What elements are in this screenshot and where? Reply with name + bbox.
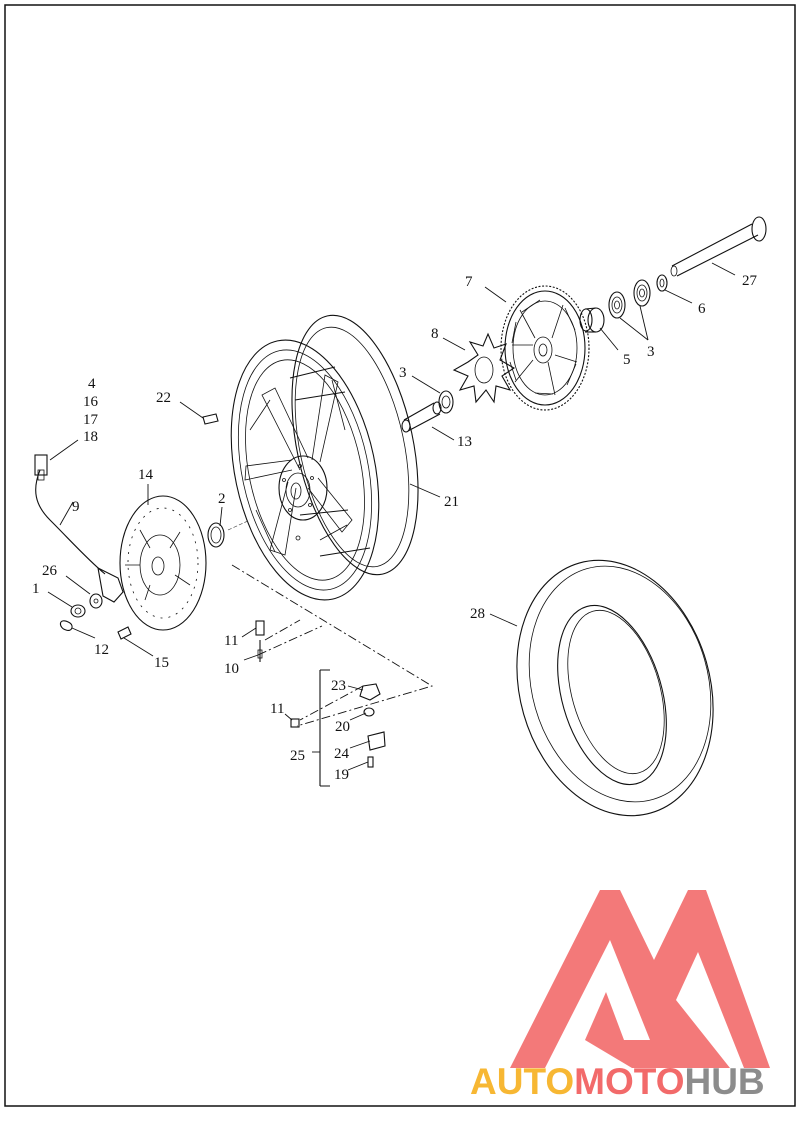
callout-17: 17 <box>83 412 99 428</box>
valve-stem <box>255 620 265 662</box>
callout-3-left: 3 <box>399 365 407 381</box>
tire <box>516 559 714 817</box>
brake-rotor <box>119 495 207 631</box>
automotohub-logo <box>510 890 770 1068</box>
callout-10: 10 <box>224 661 239 677</box>
callout-5: 5 <box>623 352 631 368</box>
callout-4: 4 <box>88 376 96 392</box>
callout-18: 18 <box>83 429 98 445</box>
spacer-5 <box>579 307 605 333</box>
callout-23: 23 <box>331 678 346 694</box>
callout-26: 26 <box>42 563 58 579</box>
callout-24: 24 <box>334 746 350 762</box>
callout-12: 12 <box>94 642 109 658</box>
callout-19: 19 <box>334 767 349 783</box>
cap-22 <box>202 413 219 425</box>
callout-25: 25 <box>290 748 305 764</box>
leader-lines <box>47 262 736 771</box>
cast-wheel <box>230 314 419 601</box>
callout-21: 21 <box>444 494 459 510</box>
bearing-right-inner <box>608 291 626 319</box>
callout-11-valve: 11 <box>224 633 238 649</box>
callout-22: 22 <box>156 390 171 406</box>
callout-9: 9 <box>72 499 80 515</box>
cush-drive-damper <box>452 332 516 404</box>
page-border <box>4 4 796 1107</box>
watermark-text: AUTOMOTOHUB <box>470 1061 765 1102</box>
callout-11-tpms: 11 <box>270 701 284 717</box>
callout-27: 27 <box>742 273 758 289</box>
hardware-left <box>59 593 132 640</box>
callout-6: 6 <box>698 301 706 317</box>
bearing-left <box>438 390 454 414</box>
assembly-guide-line <box>231 564 434 727</box>
axle <box>670 216 767 277</box>
speed-sensor <box>34 454 124 603</box>
watermark-auto: AUTO <box>470 1061 574 1102</box>
callout-14: 14 <box>138 467 154 483</box>
callout-20: 20 <box>335 719 350 735</box>
callout-13: 13 <box>457 434 472 450</box>
logo-triangle-mark <box>510 890 770 1068</box>
callout-1: 1 <box>32 581 40 597</box>
callout-8: 8 <box>431 326 439 342</box>
watermark-hub: HUB <box>684 1061 764 1102</box>
watermark-moto: MOTO <box>574 1061 684 1102</box>
wheel-bearing-2 <box>207 519 251 548</box>
tpms-sensor-kit <box>290 669 386 787</box>
callout-2: 2 <box>218 491 226 507</box>
callout-7: 7 <box>465 274 473 290</box>
callout-15: 15 <box>154 655 169 671</box>
bearing-right-outer <box>633 279 651 307</box>
washer-6 <box>656 274 668 292</box>
drive-sprocket <box>500 285 590 411</box>
callout-28: 28 <box>470 606 485 622</box>
callout-3-right: 3 <box>647 344 655 360</box>
callout-16: 16 <box>83 394 99 410</box>
